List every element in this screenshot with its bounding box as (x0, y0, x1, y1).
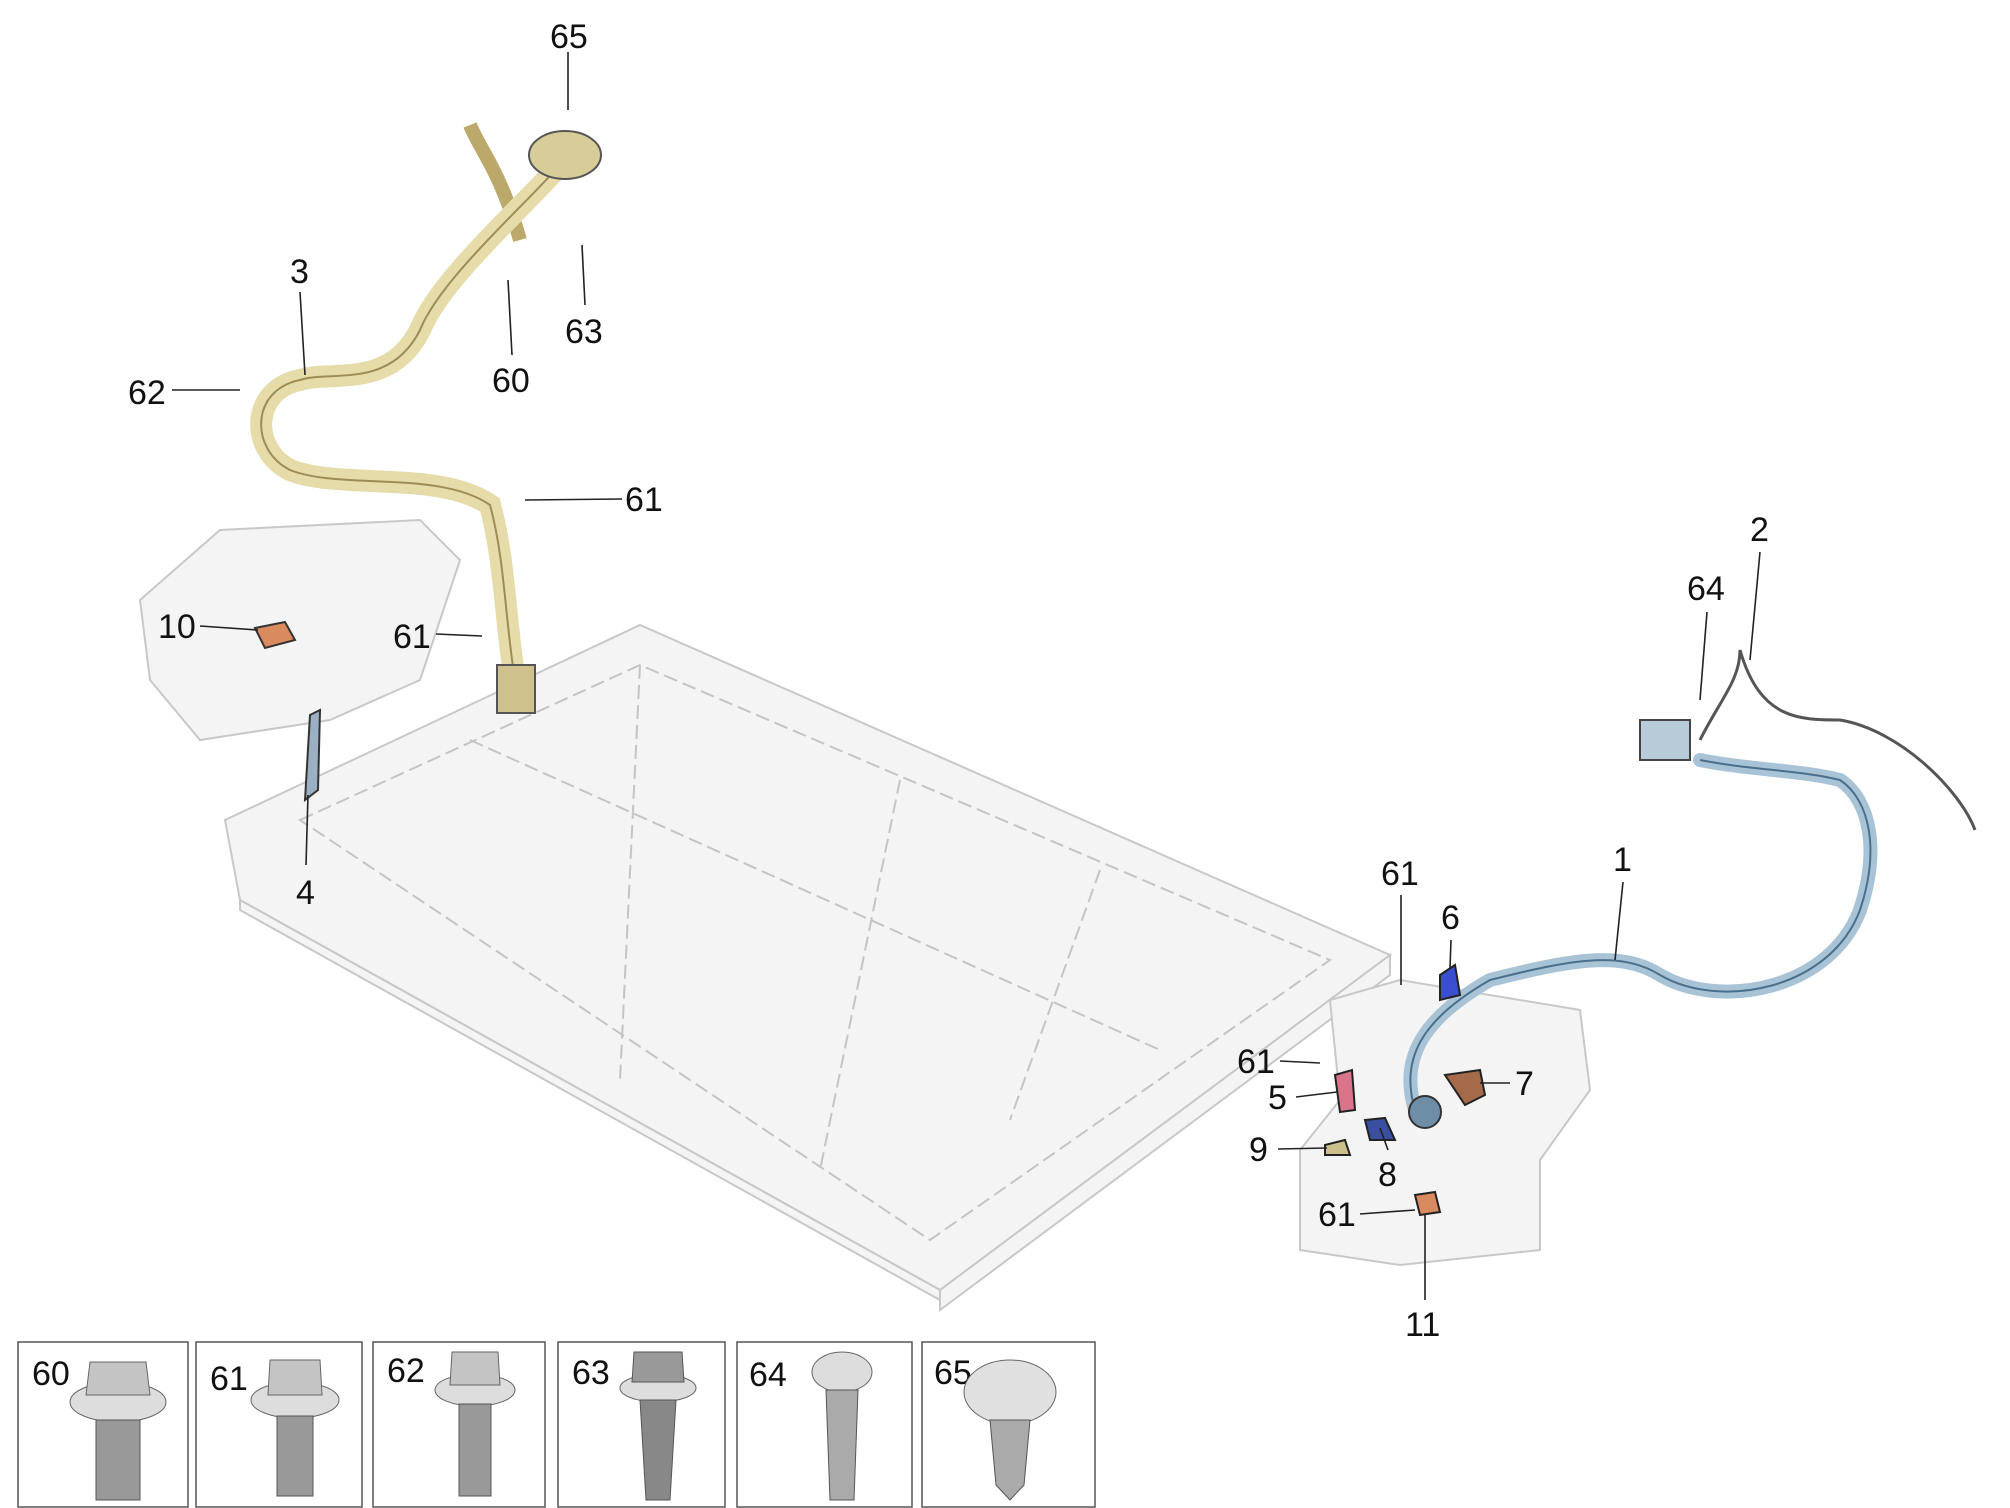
fastener-number: 60 (32, 1355, 70, 1393)
callout-1: 1 (1613, 841, 1632, 879)
callout-61-motor: 61 (393, 618, 431, 656)
charge-port-harness (250, 122, 602, 714)
callout-62: 62 (128, 374, 166, 412)
callout-61-front: 61 (1381, 855, 1419, 893)
bracket-7 (1443, 1068, 1487, 1107)
fastener-62: 62 (372, 1341, 546, 1508)
callout-11: 11 (1405, 1306, 1440, 1344)
fastener-65: 65 (921, 1341, 1096, 1508)
rear-motor (138, 518, 462, 742)
callout-10: 10 (158, 608, 196, 646)
callout-65: 65 (550, 18, 588, 56)
callout-8: 8 (1378, 1156, 1397, 1194)
callout-3: 3 (290, 253, 309, 291)
fastener-63: 63 (557, 1341, 726, 1508)
callout-61-top: 61 (625, 481, 663, 519)
callout-4: 4 (296, 874, 315, 912)
bracket-5 (1333, 1068, 1357, 1114)
callout-5: 5 (1268, 1079, 1287, 1117)
fastener-number: 64 (749, 1356, 787, 1394)
callout-61-mid: 61 (1237, 1043, 1275, 1081)
bracket-11 (1413, 1190, 1442, 1217)
callout-2: 2 (1750, 511, 1769, 549)
power-electronics (1299, 978, 1592, 1267)
fastener-number: 63 (572, 1354, 610, 1392)
callout-61-low: 61 (1318, 1196, 1356, 1234)
bracket-4 (303, 708, 322, 803)
battery-tray (223, 623, 1392, 1312)
callout-6: 6 (1441, 899, 1460, 937)
fastener-60: 60 (17, 1341, 189, 1508)
fastener-61: 61 (195, 1341, 363, 1508)
callout-63: 63 (565, 313, 603, 351)
hv-harness (1403, 649, 1977, 1129)
fastener-64: 64 (736, 1341, 913, 1508)
callout-64: 64 (1687, 570, 1725, 608)
leader-lines (172, 52, 1761, 1300)
bracket-9 (1324, 1138, 1352, 1156)
callout-7: 7 (1515, 1065, 1534, 1103)
bracket-6 (1439, 963, 1462, 1002)
fastener-legend: 60 61 62 63 64 (17, 1341, 1096, 1508)
fastener-number: 62 (387, 1352, 425, 1390)
bracket-10 (253, 620, 297, 650)
callout-9: 9 (1249, 1131, 1268, 1169)
fastener-number: 61 (210, 1360, 248, 1398)
callout-60: 60 (492, 362, 530, 400)
